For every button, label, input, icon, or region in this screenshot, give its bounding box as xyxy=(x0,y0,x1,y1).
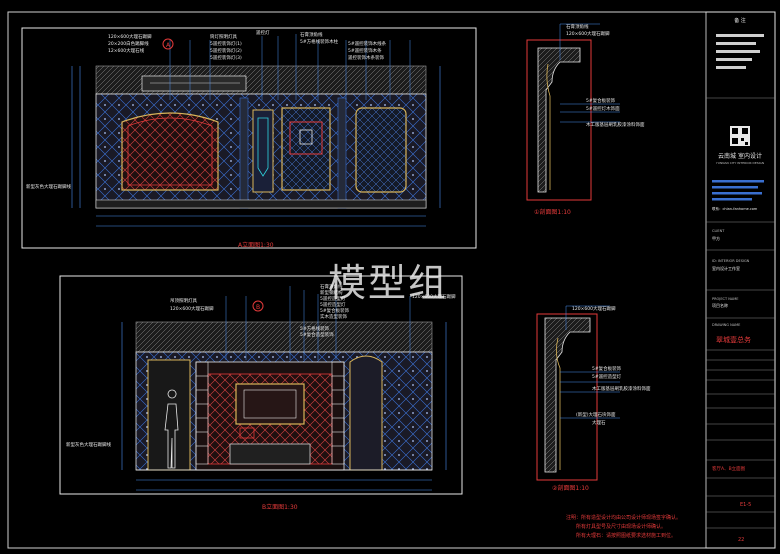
bottom-note: 注明：所有造型设计均由公司设计师现场签字确认。 xyxy=(566,514,681,521)
section-2-title: ②剖面图1:10 xyxy=(552,484,589,492)
elevation-b-side-note: 新型灰色大理石踢脚线 xyxy=(66,441,111,448)
elevation-a-center-panel xyxy=(281,107,331,191)
section-2-note: 木工版基层刷乳胶漆涂料饰面 xyxy=(592,385,651,392)
section-2-note: 大理石 xyxy=(592,419,606,426)
elevation-a-note: 120×600大理石踢脚 xyxy=(108,33,152,40)
elevation-b-note: 5#方格线装饰 xyxy=(300,325,330,332)
elevation-b-shelves xyxy=(195,361,345,465)
titleblock-contact: 联系：chian-fanhome.com xyxy=(712,206,758,211)
elevation-b-right-arch xyxy=(349,355,383,471)
section-1-title: ①剖面图1:10 xyxy=(534,208,571,216)
elevation-a-ceiling-fixture xyxy=(141,75,247,92)
elevation-a-frame xyxy=(21,27,477,249)
titleblock-client-label: CLIENT xyxy=(712,229,725,233)
section-2: 120×600大理石踢脚 5#复合板装饰 5#遥控造型灯 木工版基层刷乳胶漆涂料… xyxy=(536,305,651,492)
section-1-profile xyxy=(537,47,581,193)
titleblock-drawing-label: DRAWING NAME xyxy=(712,323,740,327)
elevation-a-note: 石膏顶角线 xyxy=(300,31,323,38)
section-2-note: 120×600大理石踢脚 xyxy=(572,305,616,312)
section-2-frame xyxy=(536,313,598,481)
elevation-b-note: 新型钢结构 xyxy=(320,289,343,296)
watermark: 模型组 xyxy=(328,261,449,305)
elevation-b-left-niche xyxy=(147,359,191,471)
elevation-b-note: 5遥控造型灯 xyxy=(320,301,346,308)
titleblock-drawing-name: 客厅A、B立面图 xyxy=(712,465,746,472)
section-1-note: 5#复合板装饰 xyxy=(586,97,616,104)
elevation-b-callout-label: B xyxy=(256,304,260,311)
titleblock-client-value: 甲方 xyxy=(712,235,720,241)
elevation-a-callout xyxy=(162,38,174,50)
titleblock-company: 云南城 室内设计 xyxy=(718,152,762,160)
elevation-a-note: 遥控装饰木条装饰 xyxy=(348,54,384,61)
elevation-a-note: 12×600大理石线 xyxy=(108,47,145,54)
elevation-a-note: 遥控灯 xyxy=(256,29,270,36)
bottom-note: 所有大理石：请按照图纸要求选材施工到位。 xyxy=(576,532,676,539)
elevation-b-note: 120×600大理石踢脚 xyxy=(412,293,456,300)
section-2-profile xyxy=(544,317,591,473)
section-1-note: 石膏顶角线 xyxy=(566,23,589,30)
titleblock-company-sub: YUNNAN CITY INTERIOR DESIGN xyxy=(716,161,764,165)
elevation-a-title: A立面图1:30 xyxy=(238,241,274,249)
titleblock-page-no: 22 xyxy=(738,537,744,543)
human-figure-icon xyxy=(164,389,179,469)
elevation-b-note: 石膏顶角线 xyxy=(320,283,343,290)
elevation-a-note: 5遥控装饰灯(2) xyxy=(210,47,242,54)
titleblock-sheet-no: E1-5 xyxy=(740,502,751,508)
elevation-b: B 吊顶照明灯具 120×600大理石踢脚 石膏顶角线 新型钢结构 5遥控造型灯… xyxy=(59,275,463,511)
elevation-b-frame xyxy=(59,275,463,495)
titleblock-header: 备 注 xyxy=(734,17,746,24)
elevation-b-title: B立面图1:30 xyxy=(262,503,298,511)
elevation-a-side-note: 新型灰色大理石踢脚线 xyxy=(26,183,71,190)
elevation-a-note: 筒灯照明灯具 xyxy=(210,33,237,40)
titleblock-project-value: 项目名称 xyxy=(712,302,728,308)
titleblock-design-value: 室内设计工作室 xyxy=(712,265,740,271)
elevation-a-note: 5遥控装饰灯(1) xyxy=(210,40,242,47)
section-1-note: 120×600大理石踢脚 xyxy=(566,30,610,37)
section-1-note: 5#遥控灯木饰面 xyxy=(586,105,620,112)
elevation-a-column xyxy=(252,109,274,193)
title-block: 备 注 云南城 室内设计 YUNNAN CITY INTERIOR DESIGN… xyxy=(705,11,776,549)
elevation-a-arched-panel xyxy=(121,112,219,191)
section-1-note: 木工版基层刷乳胶漆涂料饰面 xyxy=(586,121,645,128)
elevation-b-note: 5#复合板装饰 xyxy=(320,307,350,314)
elevation-b-tv-frame xyxy=(235,383,305,425)
elevation-a-right-panel xyxy=(355,107,407,193)
elevation-b-note: 吊顶照明灯具 xyxy=(170,297,197,304)
elevation-a-note: 20×200白色踢脚线 xyxy=(108,40,149,47)
elevation-a-note: 5遥控装饰灯(3) xyxy=(210,54,242,61)
qr-code-icon xyxy=(730,126,750,146)
elevation-b-cabinet xyxy=(229,443,311,465)
section-2-note: (新型)大理石块饰面 xyxy=(576,411,616,418)
titleblock-project-label: PROJECT NAME xyxy=(712,297,738,301)
titleblock-project-title: 翠城壹总务 xyxy=(716,335,751,344)
elevation-a-note: 5#方格线装饰木柱 xyxy=(300,38,339,45)
section-1-frame xyxy=(526,39,592,201)
section-2-note: 5#遥控造型灯 xyxy=(592,373,622,380)
elevation-a-note: 5#遥控装饰木线条 xyxy=(348,40,387,47)
elevation-b-note: 120×600大理石踢脚 xyxy=(170,305,214,312)
section-1: 石膏顶角线 120×600大理石踢脚 5#复合板装饰 5#遥控灯木饰面 木工版基… xyxy=(526,23,645,216)
section-2-note: 5#复合板装饰 xyxy=(592,365,622,372)
elevation-b-note: 5#复合造型装饰 xyxy=(300,331,334,338)
elevation-b-note: 实木造型装饰 xyxy=(320,313,347,320)
elevation-a-callout-label: A xyxy=(166,42,171,49)
elevation-a-note: 5#遥控装饰木条 xyxy=(348,47,382,54)
titleblock-design-label: ID: INTERIOR DESIGN xyxy=(712,259,750,263)
elevation-a: A 120×600大理石踢脚 20×200白色踢脚线 12×600大理石线 筒灯… xyxy=(21,27,477,249)
bottom-note: 所有灯具型号及尺寸由现场设计师确认。 xyxy=(576,523,666,530)
elevation-b-ceiling xyxy=(135,321,433,353)
elevation-b-callout xyxy=(252,300,264,312)
elevation-b-note: 5遥控造型灯 xyxy=(320,295,346,302)
